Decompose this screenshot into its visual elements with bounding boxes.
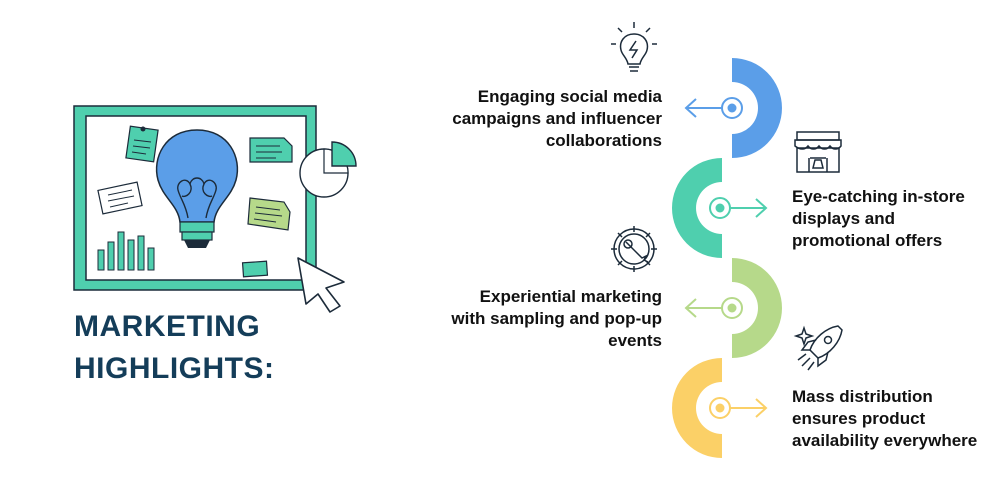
gear-wrench-icon — [611, 226, 657, 272]
item-2-line-1: Eye-catching in-store — [792, 187, 965, 206]
item-4-line-3: availability everywhere — [792, 431, 978, 450]
bar-chart-icon — [97, 231, 155, 271]
item-4-line-2: ensures product — [792, 409, 926, 428]
item-4-line-1: Mass distribution — [792, 387, 933, 406]
item-1-line-2: campaigns and influencer — [452, 109, 662, 128]
note-icon — [249, 137, 293, 163]
item-1-line-1: Engaging social media — [477, 87, 662, 106]
item-3-line-2: with sampling and pop-up — [451, 309, 662, 328]
item-1-line-3: collaborations — [545, 131, 662, 150]
segment-4 — [672, 358, 768, 458]
tag-icon — [241, 260, 269, 278]
lightbulb-icon — [611, 22, 657, 72]
pinned-note-icon — [125, 125, 159, 163]
rocket-icon — [793, 325, 843, 371]
cursor-icon — [297, 257, 345, 313]
segment-3 — [684, 258, 782, 358]
item-2-line-2: displays and — [792, 209, 895, 228]
big-lightbulb-icon — [155, 129, 239, 248]
item-3-line-3: events — [608, 331, 662, 350]
segment-1 — [684, 58, 782, 158]
pie-chart-icon — [299, 141, 357, 198]
card-icon — [97, 181, 143, 215]
segment-2 — [672, 158, 768, 258]
item-2-text: Eye-catching in-store displays and promo… — [792, 186, 992, 252]
item-1-text: Engaging social media campaigns and infl… — [400, 86, 662, 152]
item-2-line-3: promotional offers — [792, 231, 943, 250]
item-3-line-1: Experiential marketing — [479, 287, 662, 306]
item-4-text: Mass distribution ensures product availa… — [792, 386, 998, 452]
item-3-text: Experiential marketing with sampling and… — [400, 286, 662, 352]
green-note-icon — [247, 197, 291, 231]
page-title: MARKETING HIGHLIGHTS: — [74, 306, 334, 390]
title-line-2: HIGHLIGHTS: — [74, 352, 275, 385]
storefront-icon — [794, 131, 842, 173]
title-line-1: MARKETING — [74, 310, 261, 343]
